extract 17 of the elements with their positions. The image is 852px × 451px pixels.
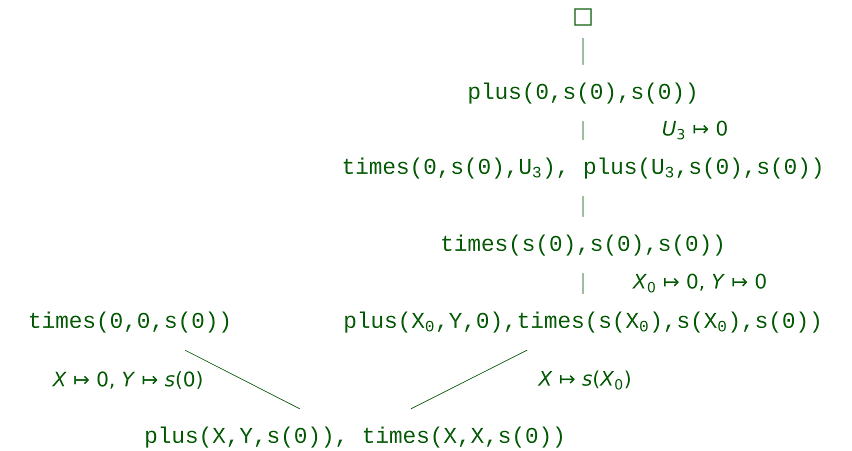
line xyxy=(582,38,584,66)
term: plus(X,Y,s(0)), times(X,X,s(0)) xyxy=(146,426,562,448)
line xyxy=(582,196,584,218)
term: □ xyxy=(574,8,592,26)
term: times(0,s(0),U$_{3}$), plus(U$_{3}$,s(0),s(0)) xyxy=(344,157,821,179)
edge-label: X ↦ s(X$_{0}$) xyxy=(538,370,630,390)
line xyxy=(184,350,300,410)
edge-label: X$_{0}$ ↦ 0, Y ↦ 0 xyxy=(632,274,766,292)
line xyxy=(582,272,584,294)
term: times(s(0),s(0),s(0)) xyxy=(442,234,722,256)
line xyxy=(582,120,584,140)
edge-label: X ↦ 0, Y ↦ s(0) xyxy=(52,371,202,389)
line xyxy=(410,350,528,410)
term: times(0,0,s(0)) xyxy=(30,311,228,333)
edge-label: U$_{3}$ ↦ 0 xyxy=(662,120,727,140)
term: plus(X$_{0}$,Y,0),times(s(X$_{0}$),s(X$_{0}$),s(0)) xyxy=(345,311,819,333)
term: plus(0,s(0),s(0)) xyxy=(469,82,695,104)
